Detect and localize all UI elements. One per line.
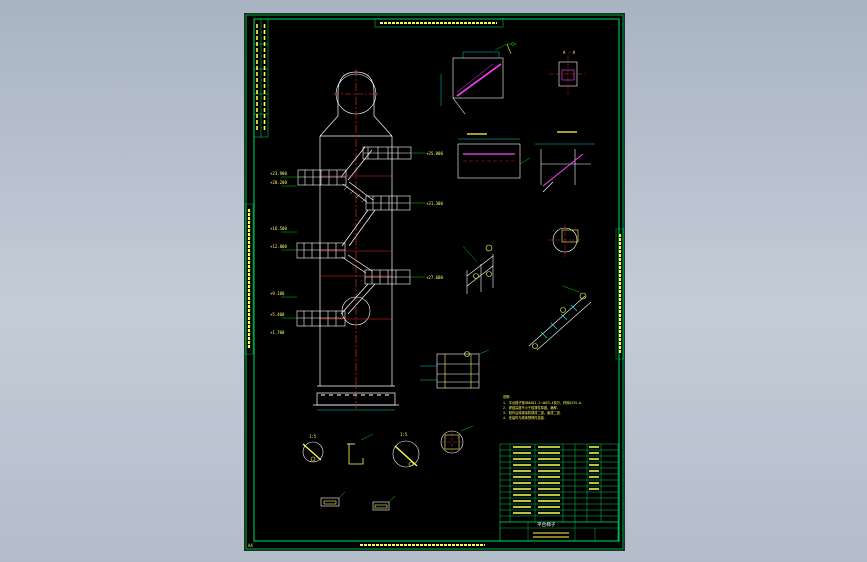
svg-text:+31.300: +31.300 <box>426 201 443 206</box>
detail-beam-3 <box>457 133 531 179</box>
right-vertical-stamp <box>615 228 624 360</box>
section-lines <box>320 175 392 320</box>
svg-text:+9.100: +9.100 <box>270 291 285 296</box>
detail-flange-11: 1:5 <box>392 432 420 468</box>
detail-clip-2: A - A <box>549 50 585 94</box>
detail-hook-10 <box>347 433 374 465</box>
detail-circle-5 <box>548 224 583 258</box>
svg-text:A - A: A - A <box>563 50 576 55</box>
base-dimension <box>317 394 395 411</box>
top-title-strip <box>374 18 504 28</box>
svg-text:+27.600: +27.600 <box>426 275 443 280</box>
title-block: 平台梯子 <box>499 521 619 542</box>
detail-plate-13 <box>320 491 346 507</box>
detail-support-4 <box>535 131 595 193</box>
detail-joint-12 <box>440 425 474 454</box>
drawing-title: 平台梯子 <box>537 521 556 528</box>
svg-text:+12.800: +12.800 <box>270 244 287 249</box>
svg-text:+20.200: +20.200 <box>270 180 287 185</box>
svg-text:+5.400: +5.400 <box>270 312 285 317</box>
inner-frame <box>253 18 620 542</box>
detail-railing-6 <box>462 244 494 294</box>
svg-text:4. 安装时与塔体预焊件连接.: 4. 安装时与塔体预焊件连接. <box>503 415 546 420</box>
parts-list-entries <box>513 446 599 514</box>
elevation-marks <box>281 152 425 319</box>
detail-stair-7 <box>528 285 592 351</box>
platforms <box>296 146 412 327</box>
svg-text:+1.700: +1.700 <box>270 330 285 335</box>
left-margin-table <box>253 18 269 138</box>
svg-text:+16.500: +16.500 <box>270 226 287 231</box>
sheet-corner-mark: A4 <box>248 543 253 548</box>
cad-drawing: +35.000 +31.300 +27.600 +23.900 +20.200 … <box>245 14 624 550</box>
svg-text:1. 平台梯子按GB4053.1~4053.4执行，材料Q2: 1. 平台梯子按GB4053.1~4053.4执行，材料Q235-A. <box>503 400 583 405</box>
drawing-sheet: +35.000 +31.300 +27.600 +23.900 +20.200 … <box>244 13 625 551</box>
left-vertical-stamp <box>245 203 254 355</box>
stair-runs <box>340 146 376 315</box>
svg-text:3. 制作后除锈涂防锈漆二道，面漆二道.: 3. 制作后除锈涂防锈漆二道，面漆二道. <box>503 410 562 415</box>
elevation-labels: +35.000 +31.300 +27.600 +23.900 +20.200 … <box>270 151 443 335</box>
detail-pin-9: 1:5 <box>302 434 324 463</box>
detail-ladder-8 <box>420 349 490 389</box>
svg-text:+35.000: +35.000 <box>426 151 443 156</box>
svg-text:1:5: 1:5 <box>309 434 317 439</box>
notes-block: 说明： 1. 平台梯子按GB4053.1~4053.4执行，材料Q235-A. … <box>503 394 583 420</box>
detail-plate-14 <box>372 495 396 511</box>
outer-frame <box>245 14 624 550</box>
svg-text:2. 焊缝高度不小于较薄件厚度，满焊.: 2. 焊缝高度不小于较薄件厚度，满焊. <box>503 405 559 410</box>
svg-text:说明：: 说明： <box>503 394 513 399</box>
svg-text:+23.900: +23.900 <box>270 171 287 176</box>
detail-bracket-1 <box>440 42 517 115</box>
svg-text:1:5: 1:5 <box>400 432 408 437</box>
